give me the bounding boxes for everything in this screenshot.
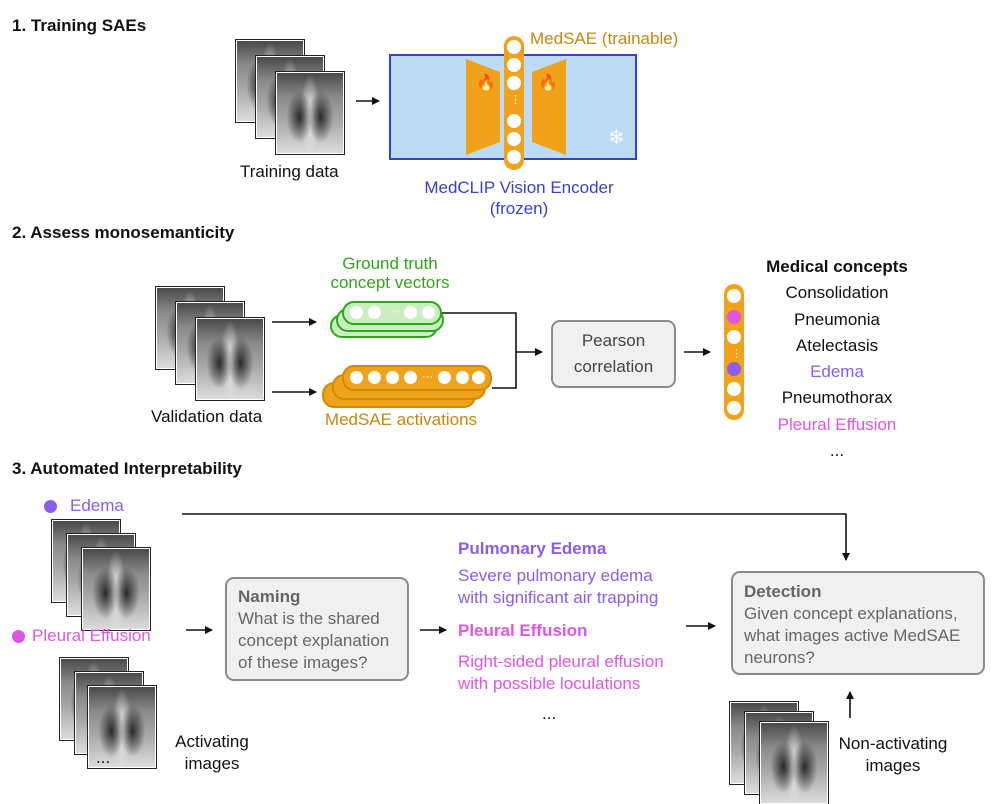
- activation-entry: [368, 371, 381, 384]
- explanation-2-line1: Right-sided pleural effusion: [458, 652, 664, 671]
- section-3-title: 3. Automated Interpretability: [12, 459, 242, 478]
- vector-dots: ···: [387, 306, 398, 318]
- neuron: [507, 58, 521, 72]
- naming-line1: What is the shared: [238, 609, 380, 628]
- naming-line3: of these images?: [238, 653, 368, 672]
- activation-dots: ···: [422, 371, 433, 383]
- vector-entry: [422, 306, 435, 319]
- xray-image: [760, 722, 828, 804]
- detection-line2: what images active MedSAE: [744, 626, 961, 645]
- encoder-label: MedCLIP Vision Encoder: [424, 178, 614, 197]
- concepts-title: Medical concepts: [766, 257, 908, 276]
- explanation-more: ...: [542, 704, 557, 723]
- edema-dot: [44, 500, 57, 513]
- more-images: ...: [96, 748, 111, 767]
- concept-item: Edema: [810, 362, 864, 381]
- concept-item: Atelectasis: [795, 336, 879, 355]
- vector-entry: [368, 306, 381, 319]
- connector-activations-merge: [492, 352, 517, 389]
- training-data-label: Training data: [240, 162, 339, 181]
- concept-more: ...: [829, 441, 845, 460]
- neuron: [507, 150, 521, 164]
- activating-line1: Activating: [175, 732, 249, 751]
- detection-title: Detection: [744, 582, 822, 601]
- medsae-neuron-column: ⋮: [504, 36, 524, 170]
- activation-entry: [386, 371, 399, 384]
- ellipsis: ⋮: [731, 348, 742, 360]
- nonactivating-line1: Non-activating: [838, 734, 948, 753]
- naming-title: Naming: [238, 587, 301, 606]
- concept-item: Pleural Effusion: [777, 415, 897, 434]
- detection-box: Detection Given concept explanations, wh…: [731, 571, 985, 675]
- activation-entry: [438, 371, 451, 384]
- xray-image: [276, 72, 344, 154]
- activation-entry: [350, 371, 363, 384]
- detection-line3: neurons?: [744, 648, 815, 667]
- concept-item: Pneumothorax: [781, 388, 893, 407]
- section-2-title: 2. Assess monosemanticity: [12, 223, 235, 242]
- naming-box: Naming What is the shared concept explan…: [225, 577, 409, 681]
- activation-entry: [472, 371, 485, 384]
- neuron: [507, 40, 521, 54]
- explanation-1-line2: with significant air trapping: [458, 588, 659, 607]
- gt-label-line1: Ground truth: [342, 254, 438, 273]
- pearson-line1: Pearson: [581, 331, 646, 350]
- pearson-line2: correlation: [573, 357, 654, 376]
- activation-vector: ···: [342, 365, 492, 391]
- snowflake-icon: ❄: [608, 127, 625, 149]
- neuron-pleural-effusion: [727, 310, 741, 324]
- explanation-1-title: Pulmonary Edema: [458, 539, 607, 558]
- pearson-correlation-box: Pearson correlation: [551, 320, 676, 388]
- effusion-label: Pleural Effusion: [32, 626, 151, 645]
- activating-line2: images: [184, 754, 240, 773]
- neuron-edema: [727, 362, 741, 376]
- fire-icon: 🔥: [538, 75, 558, 92]
- neuron: [507, 76, 521, 90]
- explanation-1-line1: Severe pulmonary edema: [458, 566, 653, 585]
- neuron: [507, 114, 521, 128]
- neuron: [727, 382, 741, 396]
- effusion-dot: [12, 630, 25, 643]
- validation-data-label: Validation data: [151, 407, 263, 426]
- xray-image: [196, 318, 264, 400]
- activation-entry: [456, 371, 469, 384]
- nonactivating-line2: images: [865, 756, 921, 775]
- medsae-label: MedSAE (trainable): [530, 29, 679, 48]
- xray-image: [82, 548, 150, 630]
- naming-line2: concept explanation: [238, 631, 390, 650]
- xray-image: [88, 686, 156, 768]
- section-1-title: 1. Training SAEs: [12, 16, 147, 35]
- neuron: [507, 132, 521, 146]
- ellipsis: ⋮: [510, 94, 521, 106]
- concept-item: Consolidation: [785, 283, 889, 302]
- activations-label: MedSAE activations: [324, 410, 478, 429]
- concept-vector: ···: [342, 301, 442, 325]
- neuron: [727, 289, 741, 303]
- activation-entry: [404, 371, 417, 384]
- fire-icon: 🔥: [476, 75, 496, 92]
- gt-label-line2: concept vectors: [330, 273, 450, 292]
- neuron: [727, 401, 741, 415]
- concept-neuron-column: ⋮: [724, 284, 744, 420]
- frozen-label: (frozen): [489, 199, 549, 218]
- neuron: [727, 330, 741, 344]
- vector-entry: [350, 306, 363, 319]
- explanation-2-title: Pleural Effusion: [458, 621, 588, 640]
- concept-item: Pneumonia: [793, 310, 880, 329]
- edema-label: Edema: [70, 496, 124, 515]
- detection-line1: Given concept explanations,: [744, 604, 958, 623]
- vector-entry: [404, 306, 417, 319]
- connector-gt-merge: [442, 312, 517, 352]
- explanation-2-line2: with possible loculations: [458, 674, 641, 693]
